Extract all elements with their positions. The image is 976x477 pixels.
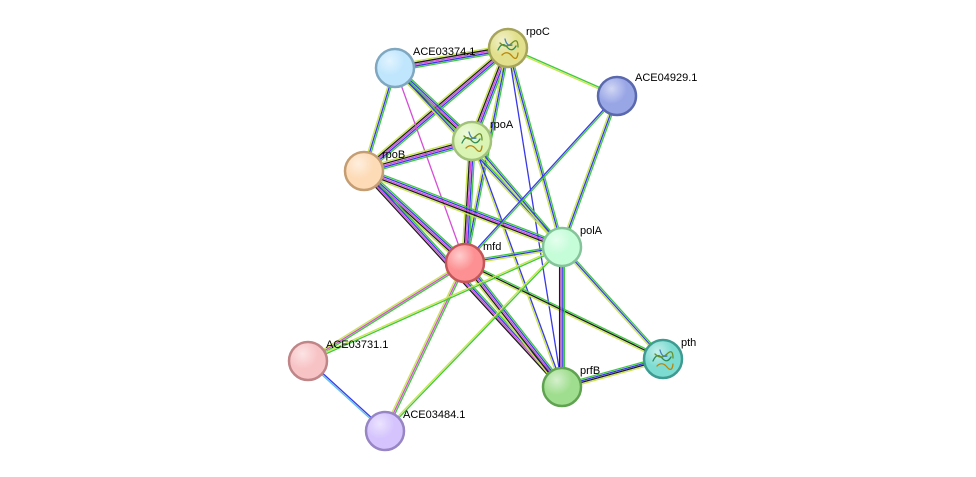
edge-evidence-line [507,47,563,248]
edge-polA-ACE03731.1[interactable] [307,245,563,363]
node-gloss [447,245,483,281]
edge-evidence-line [363,170,563,248]
node-label: ACE03484.1 [403,409,465,421]
edge-evidence-line [471,140,563,248]
edge-evidence-line [505,48,562,248]
edge-evidence-line [472,139,564,247]
node-gloss [599,78,635,114]
edge-evidence-line [467,260,566,386]
edge-rpoA-prfB[interactable] [470,140,564,388]
node-label: ACE03731.1 [326,339,388,351]
node-gloss [377,50,413,86]
edge-evidence-line [364,169,467,263]
node-label: rpoA [490,119,514,131]
edge-evidence-line [384,262,466,432]
edge-evidence-line [465,48,511,264]
node-label: rpoC [526,26,550,38]
edge-evidence-line [307,262,466,362]
edge-evidence-line [465,141,475,264]
edge-evidence-line [306,261,465,361]
node-rpoC[interactable]: rpoC [487,26,550,69]
edge-evidence-line [364,167,564,245]
edge-polA-ACE03484.1[interactable] [383,245,564,433]
edge-evidence-line [467,141,476,264]
edge-evidence-line [561,246,664,360]
node-gloss [367,413,403,449]
edge-evidence-line [308,263,467,363]
edge-evidence-line [307,245,562,361]
node-rpoA[interactable]: rpoA [451,119,514,162]
edge-evidence-line [382,262,465,431]
node-prfB[interactable]: prfB [541,365,600,408]
edge-evidence-line [308,247,563,363]
edge-evidence-line [562,245,665,359]
edge-evidence-line [562,96,620,248]
protein-structure-icon [652,349,674,371]
edge-ACE03374.1-mfd[interactable] [394,67,466,264]
edge-evidence-line [560,247,663,361]
edge-evidence-line [559,95,617,247]
node-label: ACE04929.1 [635,72,697,84]
edge-polA-prfB[interactable] [558,247,566,387]
node-rpoB[interactable]: rpoB [343,149,405,192]
node-ACE04929.1[interactable]: ACE04929.1 [596,72,697,117]
node-polA[interactable]: polA [541,225,603,268]
edge-mfd-ACE03731.1[interactable] [306,261,467,363]
edge-evidence-line [465,261,564,387]
edge-evidence-line [464,262,563,388]
edge-evidence-line [561,95,618,248]
node-label: rpoB [382,149,405,161]
node-gloss [544,369,580,405]
edge-evidence-line [363,171,562,250]
edge-evidence-line [472,140,564,387]
edge-evidence-line [470,141,562,249]
node-pth[interactable]: pth [642,337,696,380]
node-gloss [544,229,580,265]
edge-evidence-line [385,247,564,433]
edge-evidence-line [385,263,468,432]
node-gloss [346,153,382,189]
edge-evidence-line [362,173,562,251]
node-ACE03374.1[interactable]: ACE03374.1 [374,46,475,89]
edge-evidence-line [383,245,562,431]
edge-evidence-line [470,141,562,388]
edge-evidence-line [463,95,617,263]
node-gloss [290,343,326,379]
edge-rpoA-mfd[interactable] [461,140,476,264]
edge-rpoC-polA[interactable] [505,47,565,248]
edge-evidence-line [463,263,562,389]
node-label: prfB [580,365,600,377]
edge-evidence-line [465,96,619,264]
edge-evidence-line [461,140,470,263]
edge-evidence-line [464,140,473,264]
edge-rpoB-polA[interactable] [362,167,564,251]
edge-evidence-line [365,168,468,262]
edge-evidence-line [508,47,565,247]
edge-evidence-line [462,140,472,263]
node-mfd[interactable]: mfd [444,241,501,284]
edge-evidence-line [394,67,466,264]
protein-structure-icon [497,38,519,60]
edge-ACE04929.1-mfd[interactable] [463,95,619,264]
edge-rpoA-polA[interactable] [470,139,564,249]
node-label: polA [580,225,603,237]
edge-polA-pth[interactable] [560,245,665,361]
node-label: ACE03374.1 [413,46,475,58]
node-ACE03484.1[interactable]: ACE03484.1 [364,409,465,452]
node-label: mfd [483,241,501,253]
edge-evidence-line [364,168,563,247]
node-ACE03731.1[interactable]: ACE03731.1 [287,339,388,382]
edge-mfd-prfB[interactable] [461,260,566,390]
edge-mfd-ACE03484.1[interactable] [382,262,468,432]
node-label: pth [681,337,696,349]
protein-structure-icon [461,131,483,153]
edge-ACE04929.1-polA[interactable] [559,95,620,248]
